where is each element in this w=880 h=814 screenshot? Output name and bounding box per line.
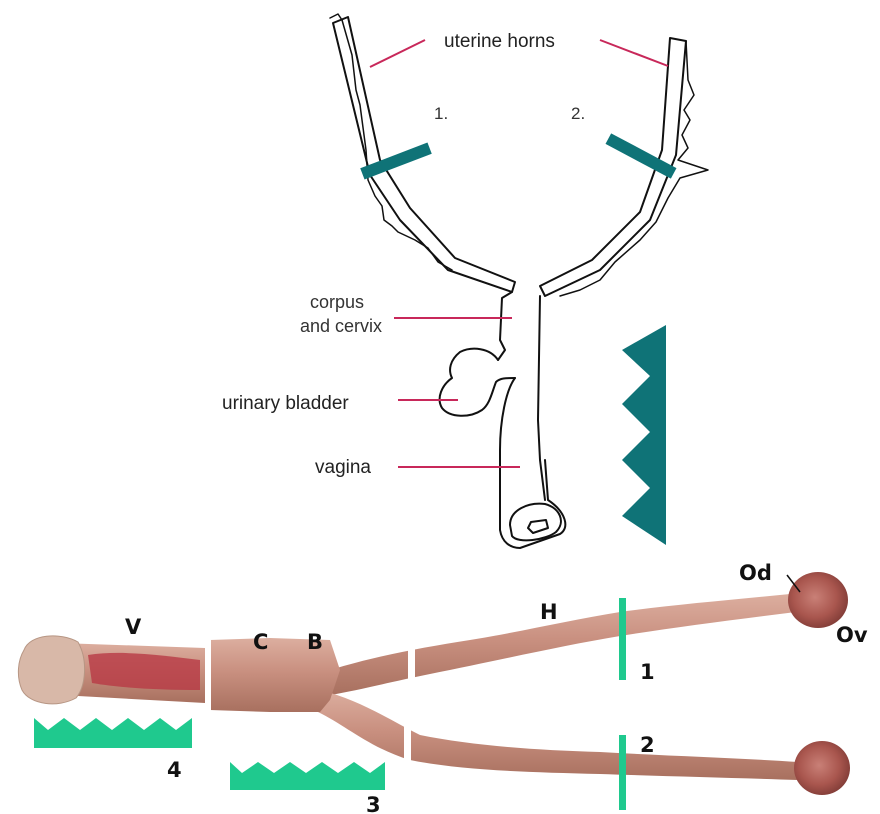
label-horn-1: 1. (434, 104, 448, 123)
corpus-and-cervix (498, 292, 512, 360)
photo-ovary-lower (794, 741, 850, 795)
photo-upper-horn (330, 594, 796, 695)
photo-gap-2 (408, 638, 415, 688)
label-zigzag-4: 4 (167, 758, 182, 782)
photo-cut-line-1 (619, 598, 626, 680)
label-ov: Ov (836, 623, 868, 647)
cut-marker-1 (360, 142, 432, 179)
photo-ovary-upper (788, 572, 848, 628)
label-od: Od (739, 561, 772, 585)
label-horn-2: 2. (571, 104, 585, 123)
drawing-cut-markers (360, 133, 676, 179)
photo-cut-line-2 (619, 735, 626, 810)
cut-marker-2 (606, 133, 677, 178)
photo-zigzag-3 (230, 762, 385, 790)
photo-vagina-lumen (88, 653, 200, 690)
pointer-uterine-horn-left (370, 40, 425, 67)
specimen-photo (18, 572, 850, 810)
right-horn-membrane (560, 41, 708, 296)
photo-lower-horn (318, 690, 798, 780)
label-and-cervix: and cervix (300, 316, 382, 336)
label-cut-1: 1 (640, 660, 655, 684)
photo-gap-3 (404, 726, 411, 776)
vagina-opening-inner (528, 520, 548, 533)
drawing-labels: uterine horns 1. 2. corpus and cervix ur… (222, 31, 585, 478)
label-urinary-bladder: urinary bladder (222, 393, 349, 414)
corpus-right-edge (538, 296, 545, 500)
drawing-zigzag-marker (622, 325, 666, 545)
label-uterine-horns: uterine horns (444, 31, 555, 52)
left-horn-membrane (342, 20, 452, 270)
pointer-uterine-horn-right (600, 40, 668, 66)
label-vagina: vagina (315, 457, 371, 478)
label-zigzag-3: 3 (366, 793, 381, 814)
label-c: C (253, 630, 268, 654)
photo-vagina-cut-end (18, 636, 84, 704)
label-v: V (125, 615, 142, 639)
label-cut-2: 2 (640, 733, 655, 757)
label-corpus: corpus (310, 292, 364, 312)
label-h: H (540, 600, 558, 624)
photo-zigzag-4 (34, 718, 192, 748)
label-b: B (307, 630, 323, 654)
photo-gap-1 (205, 640, 211, 712)
